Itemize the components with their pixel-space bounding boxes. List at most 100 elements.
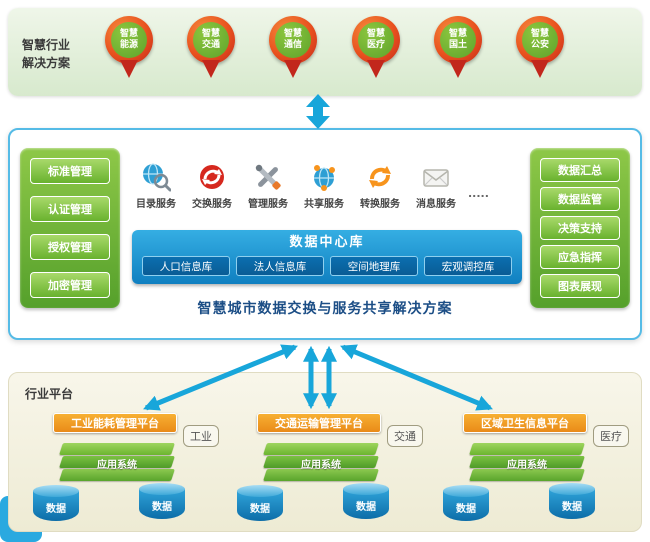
platform-tag: 医疗 [593, 425, 629, 447]
cylinder-top [549, 483, 595, 495]
decision-support-button: 决策支持 [540, 216, 620, 240]
stack-layer [469, 443, 585, 455]
pin-head-icon: 智慧 交通 [187, 16, 235, 78]
service-label: 交换服务 [192, 199, 232, 210]
service-label: 目录服务 [136, 199, 176, 210]
geospatial-db: 空间地理库 [330, 256, 418, 276]
app-system-stack: 应用系统 [263, 443, 379, 483]
authorization-management-button: 授权管理 [30, 234, 110, 260]
platform-cluster-transport: 交通运输管理平台 交通 应用系统 数据 数据 [231, 401, 423, 529]
chart-display-button: 图表展现 [540, 274, 620, 298]
data-supervision-button: 数据监管 [540, 187, 620, 211]
message-service-item: 消息服务 [408, 162, 464, 210]
app-system-label: 应用系统 [301, 460, 341, 471]
pin-label: 智慧 医疗 [358, 22, 394, 58]
database-label: 数据 [250, 504, 270, 515]
cylinder-top [343, 483, 389, 495]
message-service-icon [423, 169, 449, 187]
database-cylinder-left: 数据 [237, 485, 283, 523]
service-label: 转换服务 [360, 199, 400, 210]
macro-control-db: 宏观调控库 [424, 256, 512, 276]
industry-platform-label: 行业平台 [25, 387, 74, 401]
data-center-box: 数据中心库 人口信息库 法人信息库 空间地理库 宏观调控库 [132, 230, 522, 284]
population-db: 人口信息库 [142, 256, 230, 276]
conversion-service-icon [369, 166, 391, 188]
display-panel-right: 数据汇总 数据监管 决策支持 应急指挥 图表展现 [530, 148, 630, 308]
database-label: 数据 [562, 502, 582, 513]
platform-title: 交通运输管理平台 [257, 413, 381, 433]
conversion-service-item: 转换服务 [352, 162, 408, 210]
cylinder-top [33, 485, 79, 497]
cylinder-top [443, 485, 489, 497]
platform-title: 工业能耗管理平台 [53, 413, 177, 433]
database-label: 数据 [152, 502, 172, 513]
pin-tail [449, 60, 467, 78]
database-label: 数据 [456, 504, 476, 515]
standard-management-button: 标准管理 [30, 158, 110, 184]
encryption-management-button: 加密管理 [30, 272, 110, 298]
management-service-item: 管理服务 [240, 162, 296, 210]
pin-label: 智慧 公安 [522, 22, 558, 58]
database-cylinder-right: 数据 [549, 483, 595, 521]
pin-tail [531, 60, 549, 78]
management-panel-left: 标准管理 认证管理 授权管理 加密管理 [20, 148, 120, 308]
solution-caption: 智慧城市数据交换与服务共享解决方案 [197, 301, 453, 317]
directory-service-item: 目录服务 [128, 162, 184, 210]
pin-smart-energy: 智慧 能源 [105, 16, 153, 88]
pin-label: 智慧 交通 [193, 22, 229, 58]
management-service-icon [255, 164, 281, 190]
pin-label: 智慧 国土 [440, 22, 476, 58]
database-cylinder-right: 数据 [343, 483, 389, 521]
database-label: 数据 [356, 502, 376, 513]
pin-tail [120, 60, 138, 78]
service-label: 消息服务 [416, 199, 456, 210]
database-cylinder-left: 数据 [443, 485, 489, 523]
cylinder-top [237, 485, 283, 497]
service-label: 共享服务 [304, 199, 344, 210]
certification-management-button: 认证管理 [30, 196, 110, 222]
platform-title: 区域卫生信息平台 [463, 413, 587, 433]
sharing-service-icon [314, 165, 335, 191]
platform-tag: 交通 [387, 425, 423, 447]
cylinder-top [139, 483, 185, 495]
app-system-label: 应用系统 [97, 460, 137, 471]
pin-tail [367, 60, 385, 78]
pin-head-icon: 智慧 能源 [105, 16, 153, 78]
data-center-databases: 人口信息库 法人信息库 空间地理库 宏观调控库 [132, 256, 522, 276]
legal-entity-db: 法人信息库 [236, 256, 324, 276]
solution-panel: 标准管理 认证管理 授权管理 加密管理 数据汇总 数据监管 决策支持 应急指挥 … [8, 128, 642, 340]
sharing-service-item: 共享服务 [296, 162, 352, 210]
app-system-stack: 应用系统 [59, 443, 175, 483]
exchange-service-icon [200, 165, 224, 189]
platform-cluster-medical: 区域卫生信息平台 医疗 应用系统 数据 数据 [437, 401, 629, 529]
pin-label: 智慧 通信 [275, 22, 311, 58]
platform-cluster-industry: 工业能耗管理平台 工业 应用系统 数据 数据 [27, 401, 219, 529]
pin-smart-transport: 智慧 交通 [187, 16, 235, 88]
industry-solutions-label: 智慧行业 解决方案 [22, 36, 70, 72]
service-label: 管理服务 [248, 199, 288, 210]
stack-layer [263, 443, 379, 455]
pin-label: 智慧 能源 [111, 22, 147, 58]
pin-smart-medical: 智慧 医疗 [352, 16, 400, 88]
industry-solutions-label-line1: 智慧行业 [22, 38, 71, 52]
data-center-title: 数据中心库 [289, 235, 365, 250]
pin-head-icon: 智慧 公安 [516, 16, 564, 78]
stack-layer [59, 443, 175, 455]
database-cylinder-left: 数据 [33, 485, 79, 523]
pin-head-icon: 智慧 医疗 [352, 16, 400, 78]
database-cylinder-right: 数据 [139, 483, 185, 521]
top-bidirectional-arrow [306, 94, 330, 129]
pin-smart-land: 智慧 国土 [434, 16, 482, 88]
exchange-service-item: 交换服务 [184, 162, 240, 210]
services-ellipsis: ..... [468, 187, 489, 200]
pin-tail [284, 60, 302, 78]
pin-head-icon: 智慧 通信 [269, 16, 317, 78]
app-system-label: 应用系统 [507, 460, 547, 471]
pin-smart-police: 智慧 公安 [516, 16, 564, 88]
emergency-command-button: 应急指挥 [540, 245, 620, 269]
app-system-stack: 应用系统 [469, 443, 585, 483]
directory-service-icon [143, 163, 171, 192]
data-summary-button: 数据汇总 [540, 158, 620, 182]
industry-solutions-panel: 智慧行业 解决方案 智慧 能源 智慧 交通 [8, 8, 642, 96]
